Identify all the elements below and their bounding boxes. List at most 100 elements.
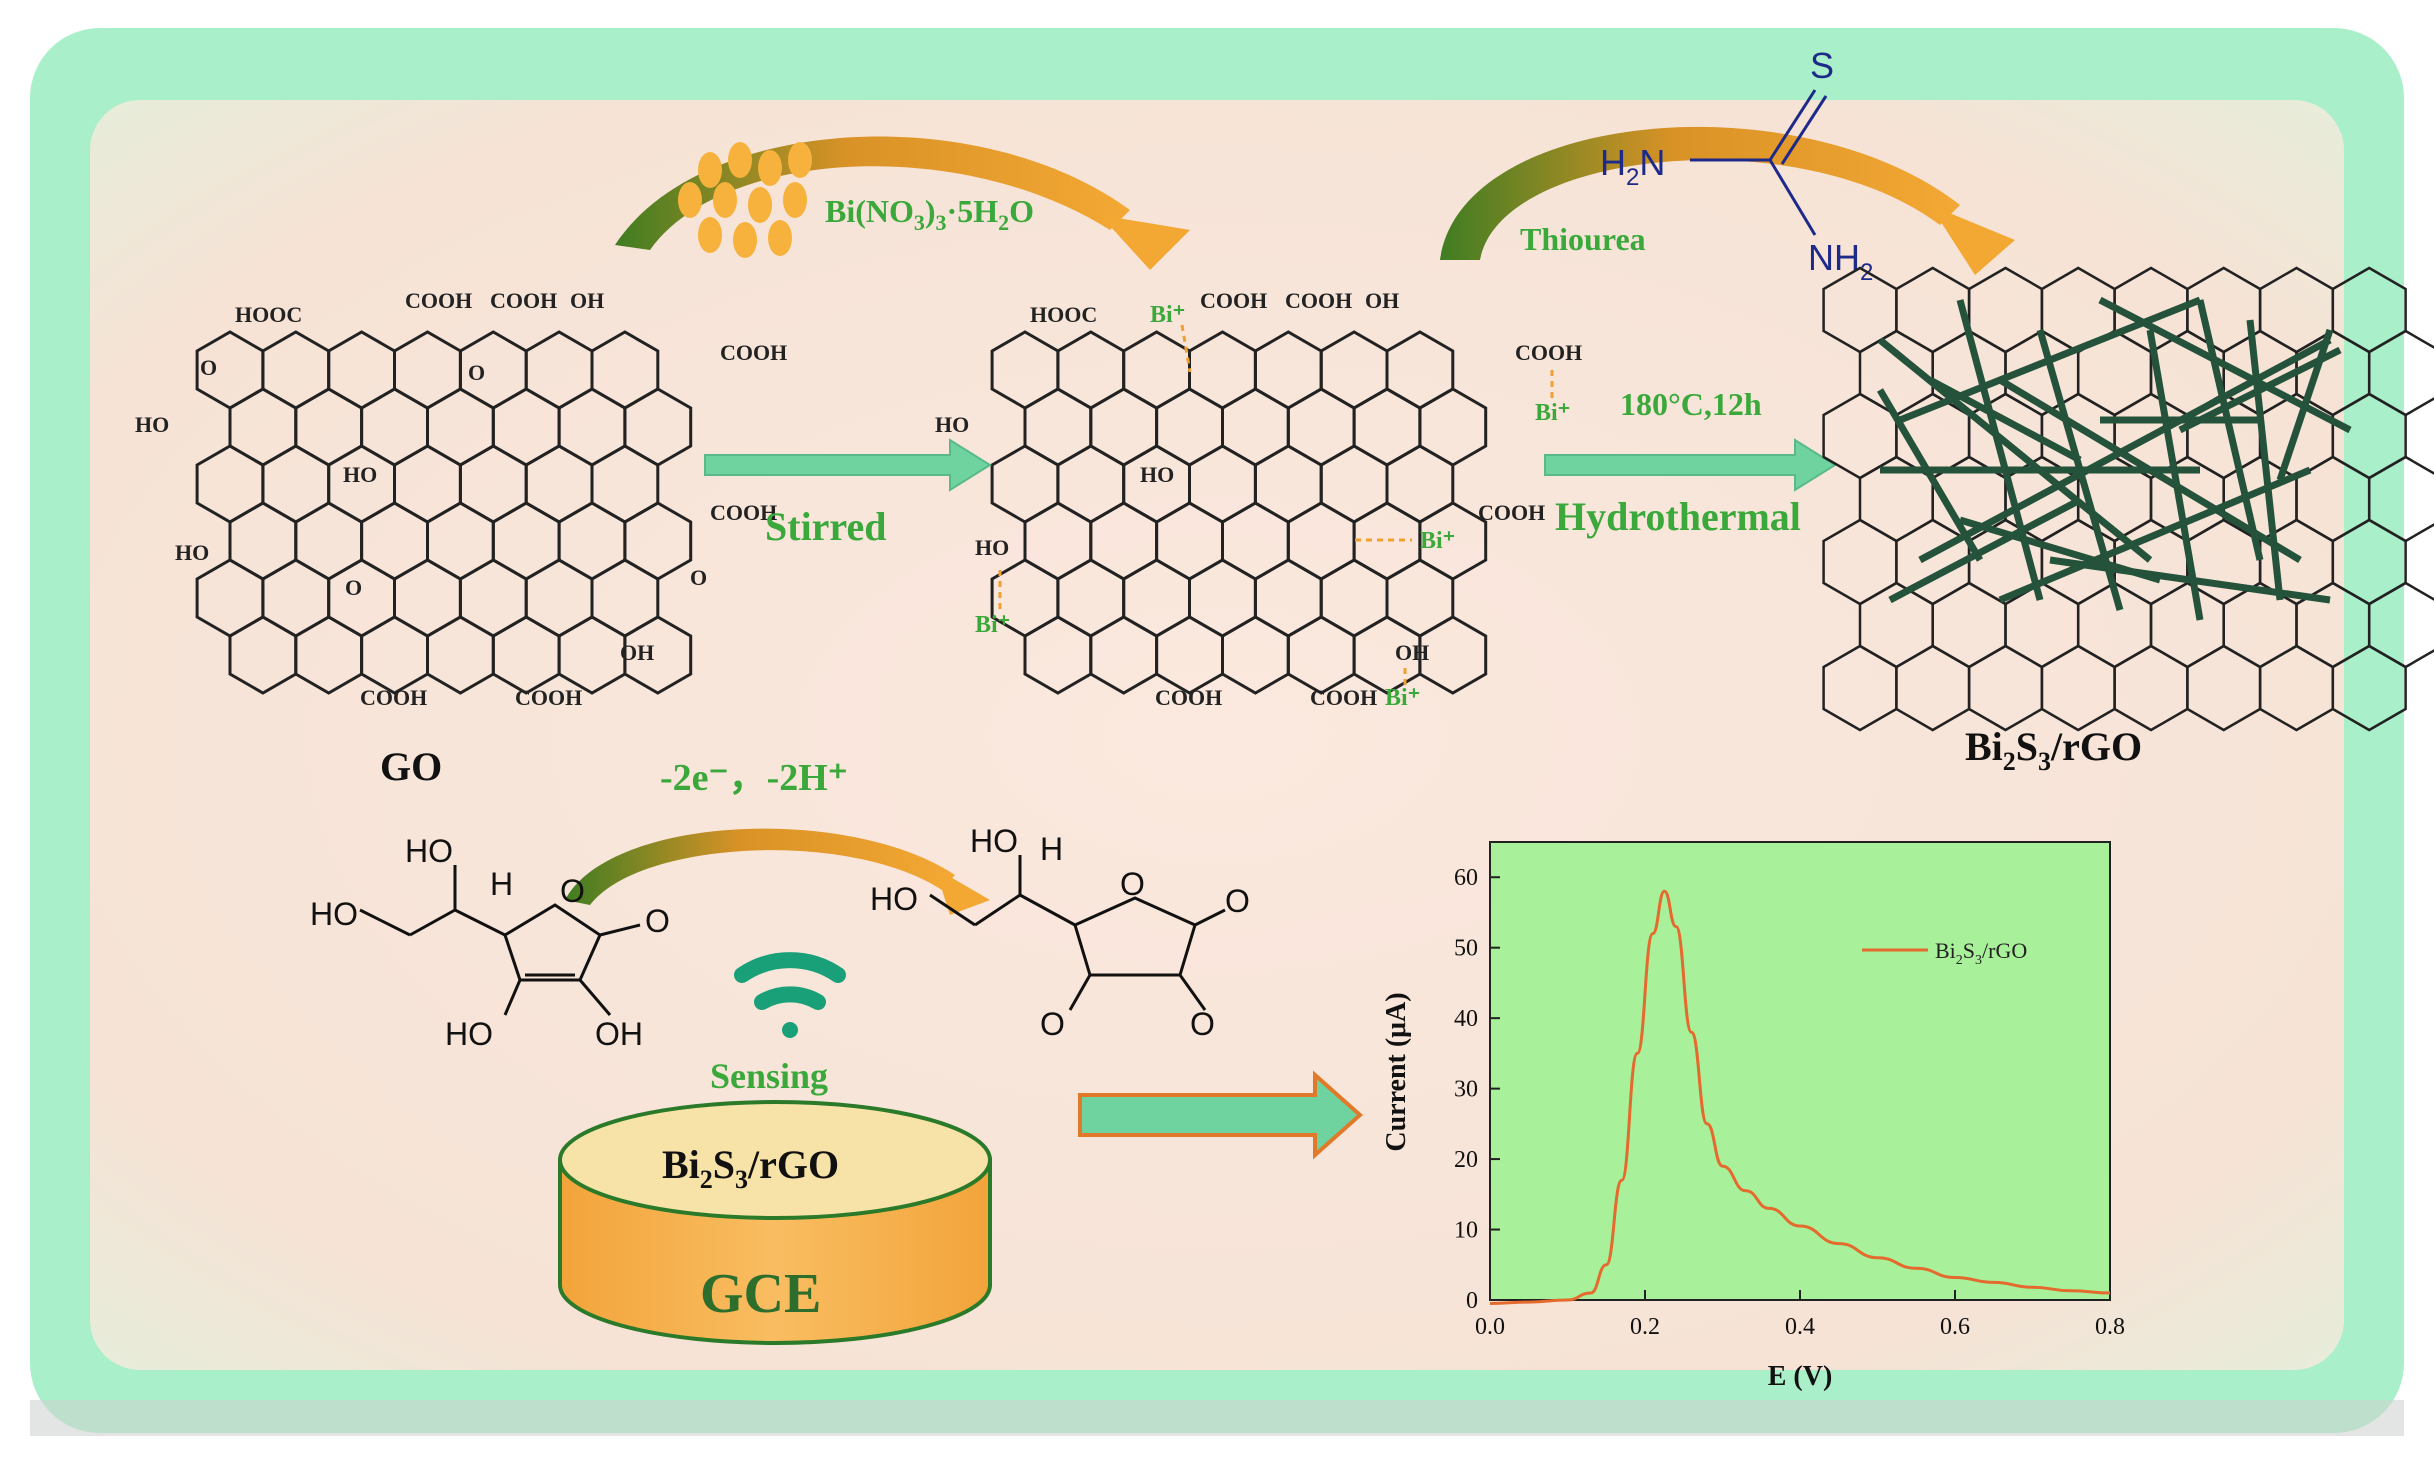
nanorod	[2246, 319, 2284, 601]
series-line-bi2s3-rgo	[1489, 889, 2111, 1305]
svg-text:COOH: COOH	[1515, 340, 1582, 365]
thiourea-label: Thiourea	[1520, 221, 1646, 257]
svg-text:OH: OH	[595, 1016, 643, 1052]
sensing-label: Sensing	[710, 1056, 828, 1096]
redox-label: -2e⁻，-2H⁺	[660, 757, 848, 799]
y-tick-label: 30	[1454, 1077, 1478, 1103]
svg-text:COOH: COOH	[1310, 685, 1377, 710]
gce-electrode	[558, 1100, 992, 1345]
nanorod	[2146, 329, 2204, 621]
hydrothermal-label: Hydrothermal	[1555, 494, 1801, 539]
svg-text:Bi⁺: Bi⁺	[1535, 400, 1570, 426]
y-tick-label: 10	[1454, 1218, 1478, 1244]
go-structure	[195, 330, 693, 695]
arrow-stirred	[704, 438, 992, 492]
svg-text:HO: HO	[975, 535, 1009, 560]
svg-text:HO: HO	[970, 823, 1018, 859]
svg-text:O: O	[690, 565, 707, 590]
y-tick-label: 40	[1454, 1006, 1478, 1032]
nanorod	[1956, 299, 2044, 601]
svg-text:O: O	[1040, 1006, 1065, 1042]
svg-text:Bi⁺: Bi⁺	[1420, 528, 1455, 554]
nanorod	[2196, 299, 2264, 561]
svg-text:COOH: COOH	[1155, 685, 1222, 710]
svg-text:COOH: COOH	[515, 685, 582, 710]
svg-text:HO: HO	[935, 412, 969, 437]
nanorod	[1998, 376, 2302, 564]
nanorod	[1958, 516, 2162, 584]
x-tick-label: 0.4	[1785, 1314, 1815, 1340]
svg-text:O: O	[1120, 866, 1145, 902]
go-bi-functional-groups: HOOC COOH COOH OH COOH HO HO COOH HO OH …	[935, 288, 1582, 710]
product-label: Bi2S3/rGO	[1965, 724, 2142, 776]
svg-text:S: S	[1810, 45, 1834, 86]
svg-text:HOOC: HOOC	[235, 302, 302, 327]
svg-text:HO: HO	[405, 833, 453, 869]
svg-text:HO: HO	[870, 881, 918, 917]
bi-bond-dashes	[998, 324, 1554, 685]
chart-plot-area	[1489, 841, 2111, 1301]
nanorod	[2098, 296, 2352, 434]
go-bi-ring	[1418, 615, 1488, 695]
svg-text:COOH: COOH	[405, 288, 472, 313]
x-axis-label: E (V)	[1768, 1361, 1833, 1392]
nanorod	[2276, 328, 2334, 482]
svg-text:O: O	[468, 360, 485, 385]
svg-text:O: O	[200, 355, 217, 380]
bi2s3-nanorods	[1876, 296, 2352, 621]
curved-arrow-thiourea	[1440, 126, 2015, 275]
nanorod	[1888, 496, 2082, 604]
svg-text:O: O	[645, 903, 670, 939]
go-ring	[623, 615, 693, 695]
arrow-hydrothermal	[1544, 438, 1837, 492]
svg-text:HO: HO	[445, 1016, 493, 1052]
svg-text:OH: OH	[1365, 288, 1399, 313]
y-tick-label: 50	[1454, 936, 1478, 962]
svg-text:HOOC: HOOC	[1030, 302, 1097, 327]
nanorod	[1918, 336, 2332, 564]
svg-text:COOH: COOH	[720, 340, 787, 365]
thiourea-bonds	[1690, 89, 1828, 236]
x-tick-label: 0.8	[2095, 1314, 2125, 1340]
arrow-to-chart	[1078, 1070, 1364, 1160]
svg-text:COOH: COOH	[360, 685, 427, 710]
svg-text:Bi⁺: Bi⁺	[1150, 302, 1185, 328]
gce-label: GCE	[700, 1263, 821, 1325]
svg-text:O: O	[345, 575, 362, 600]
svg-text:O: O	[560, 873, 585, 909]
svg-text:HO: HO	[1140, 462, 1174, 487]
y-tick-label: 20	[1454, 1147, 1478, 1173]
svg-text:COOH: COOH	[1285, 288, 1352, 313]
go-functional-groups: HOOC COOH COOH OH COOH HO O HO COOH HO O…	[135, 288, 787, 710]
x-tick-label: 0.0	[1475, 1314, 1505, 1340]
bottom-shadow-band	[30, 1400, 2404, 1436]
svg-text:COOH: COOH	[1200, 288, 1267, 313]
svg-text:OH: OH	[620, 640, 654, 665]
y-tick-label: 0	[1466, 1288, 1478, 1314]
svg-text:H: H	[490, 866, 513, 902]
y-tick-label: 60	[1454, 865, 1478, 891]
svg-text:O: O	[1190, 1006, 1215, 1042]
electrode-coat-label: Bi2S3/rGO	[662, 1142, 839, 1194]
curved-arrow-redox	[565, 828, 990, 915]
ascorbic-acid: HO HO H O O HO OH	[310, 833, 670, 1052]
svg-text:Bi⁺: Bi⁺	[1385, 685, 1420, 711]
svg-text:COOH: COOH	[710, 500, 777, 525]
hydro-temp-label: 180°C,12h	[1620, 386, 1762, 422]
nanorod	[1877, 337, 2153, 563]
wifi-signal-icon	[734, 952, 846, 1038]
nanorod	[2049, 556, 2331, 604]
svg-text:HO: HO	[175, 540, 209, 565]
nanorod	[1998, 466, 2312, 604]
svg-text:Bi⁺: Bi⁺	[975, 612, 1010, 638]
bi-salt-particles	[678, 142, 812, 258]
bi-ions: Bi⁺ Bi⁺ Bi⁺ Bi⁺ Bi⁺	[975, 302, 1570, 711]
x-tick-label: 0.6	[1940, 1314, 1970, 1340]
nanorod	[1876, 388, 1984, 562]
svg-text:HO: HO	[310, 896, 358, 932]
svg-text:OH: OH	[1395, 640, 1429, 665]
x-tick-label: 0.2	[1630, 1314, 1660, 1340]
svg-text:O: O	[1225, 883, 1250, 919]
rgo-ring	[2331, 644, 2407, 732]
